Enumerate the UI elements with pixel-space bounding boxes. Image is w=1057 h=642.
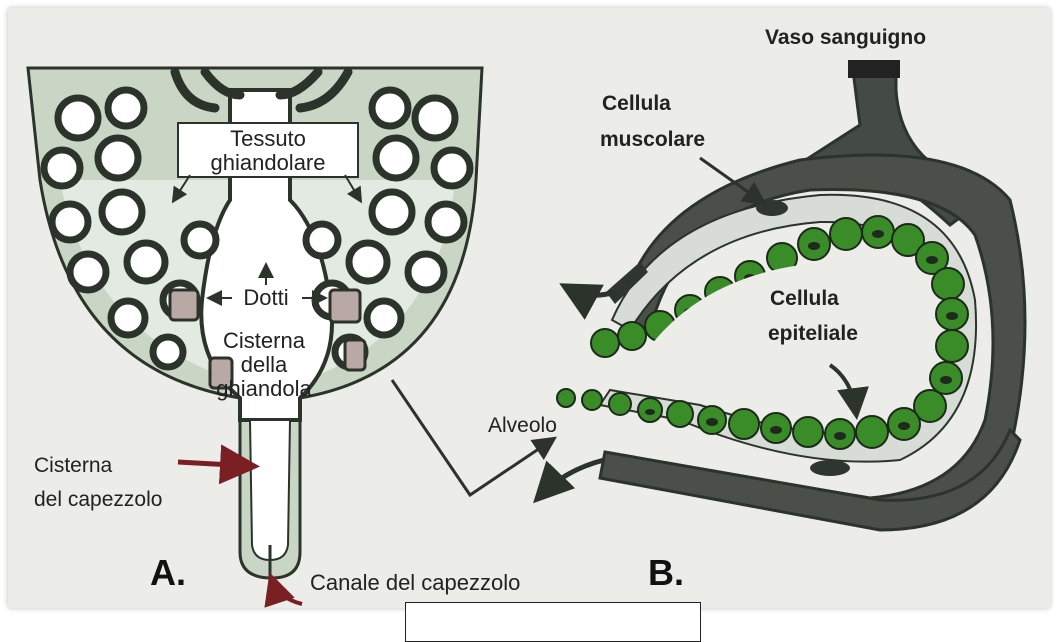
ducts-label: Dotti [243, 285, 288, 310]
teat-cistern-shape [250, 420, 290, 560]
glandular-tissue-label-1: Tessuto [230, 126, 306, 151]
zoom-connector [392, 380, 552, 495]
lower-muscle-cell [810, 460, 850, 476]
panel-a-letter: A. [150, 552, 186, 593]
epithelial-cell-label-2: epiteliale [768, 322, 858, 345]
figure-stage: Tessuto ghiandolare Dotti Cisterna della… [0, 0, 1057, 617]
blank-caption-box [405, 602, 701, 642]
panel-b-letter: B. [648, 552, 684, 593]
muscle-cell-label-2: muscolare [600, 128, 705, 151]
flow-arrow-top [568, 288, 615, 295]
blood-vessel-cap [848, 60, 900, 78]
muscle-cell-label-1: Cellula [602, 92, 671, 115]
gland-cistern-label-2: della [241, 352, 288, 377]
gland-cistern-label-3: ghiandola [216, 376, 312, 401]
udder-section: Tessuto ghiandolare Dotti Cisterna della… [28, 68, 520, 604]
glandular-tissue-label-2: ghiandolare [211, 150, 326, 175]
gland-cistern-label-1: Cisterna [223, 328, 306, 353]
blood-vessel-label: Vaso sanguigno [765, 26, 926, 49]
mammary-diagram: Tessuto ghiandolare Dotti Cisterna della… [0, 0, 1057, 617]
alveolus-detail: Vaso sanguigno Cellula muscolare Cellula… [488, 26, 1025, 593]
teat-cistern-label-2: del capezzolo [34, 488, 162, 511]
teat-canal-arrow [272, 580, 302, 604]
teat-cistern-label-1: Cisterna [34, 454, 113, 477]
epithelial-cell-label-1: Cellula [770, 287, 839, 310]
flow-arrow-bottom [540, 460, 604, 496]
alveolus-label: Alveolo [488, 414, 557, 437]
teat-canal-label: Canale del capezzolo [310, 570, 520, 595]
